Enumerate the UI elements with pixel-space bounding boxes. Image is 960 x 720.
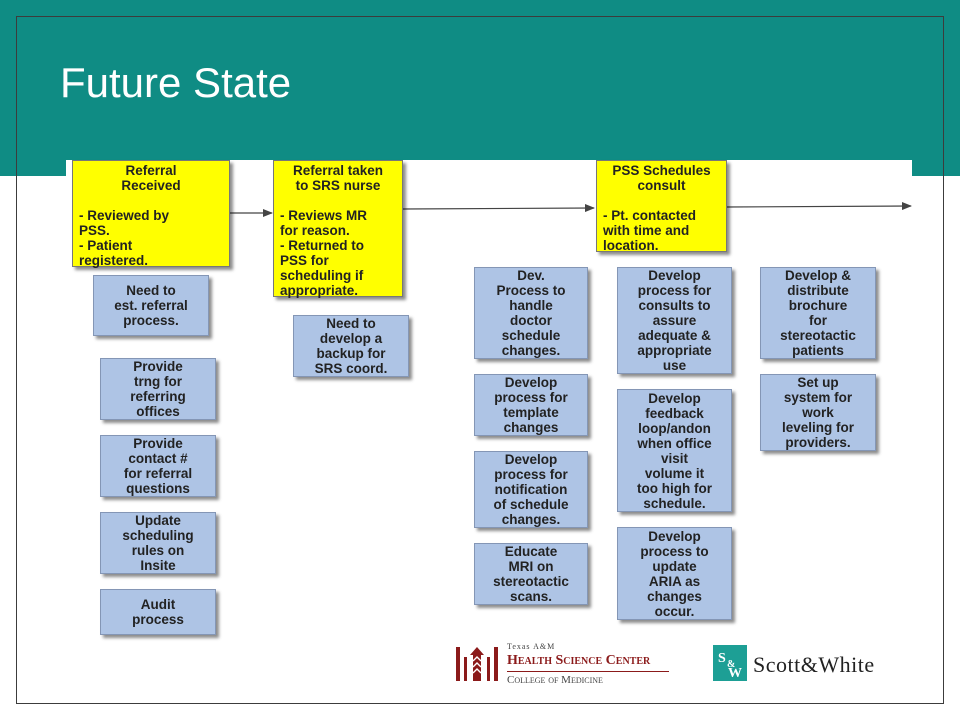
action-item: Develop process for template changes [474, 374, 588, 436]
process-step-bullets: - Reviews MR for reason. - Returned to P… [280, 208, 368, 298]
flow-arrow-2 [402, 204, 595, 213]
action-item: Develop feedback loop/andon when office … [617, 389, 732, 512]
action-item: Audit process [100, 589, 216, 635]
action-item: Educate MRI on stereotactic scans. [474, 543, 588, 605]
scott-white-logo: S & W Scott&White [713, 645, 923, 683]
title-band [0, 0, 960, 176]
action-item: Develop process for notification of sche… [474, 451, 588, 528]
scott-white-wordmark: Scott&White [753, 652, 875, 677]
scott-white-emblem-icon: S & W [713, 645, 747, 681]
tamu-hsc-logo: Texas A&M Health Science Center College … [456, 639, 672, 687]
slide-title: Future State [60, 59, 292, 106]
tamu-hsc-text: Health Science Center [507, 653, 651, 668]
action-item: Set up system for work leveling for prov… [760, 374, 876, 451]
process-step-srs-nurse: Referral taken to SRS nurse - Reviews MR… [273, 160, 403, 298]
svg-text:&: & [727, 659, 735, 670]
process-step-bullets: - Reviewed by PSS. - Patient registered. [79, 208, 170, 268]
slide-frame [16, 16, 944, 704]
tamu-hsc-emblem-icon [456, 647, 498, 681]
process-step-referral-received: Referral Received - Reviewed by PSS. - P… [72, 160, 230, 268]
action-item: Need to est. referral process. [93, 275, 209, 336]
action-item: Dev. Process to handle doctor schedule c… [474, 267, 588, 359]
process-step-bullets: - Pt. contacted with time and location. [603, 208, 697, 253]
tamu-college-text: College of Medicine [507, 674, 603, 686]
flow-arrow-3 [726, 202, 912, 211]
action-item: Develop process for consults to assure a… [617, 267, 732, 374]
tamu-divider [507, 671, 669, 672]
action-item: Provide trng for referring offices [100, 358, 216, 420]
process-step-heading: Referral taken to SRS nurse [292, 163, 384, 193]
action-item: Need to develop a backup for SRS coord. [293, 315, 409, 377]
action-item: Provide contact # for referral questions [100, 435, 216, 497]
process-step-pss-schedules: PSS Schedules consult - Pt. contacted wi… [596, 160, 727, 253]
svg-text:S: S [718, 651, 726, 666]
action-item: Update scheduling rules on Insite [100, 512, 216, 574]
tamu-small-text: Texas A&M [507, 642, 556, 651]
action-item: Develop & distribute brochure for stereo… [760, 267, 876, 359]
process-step-heading: PSS Schedules consult [612, 163, 711, 193]
action-item: Develop process to update ARIA as change… [617, 527, 732, 620]
svg-text:W: W [728, 666, 742, 681]
process-step-heading: Referral Received [121, 163, 181, 193]
